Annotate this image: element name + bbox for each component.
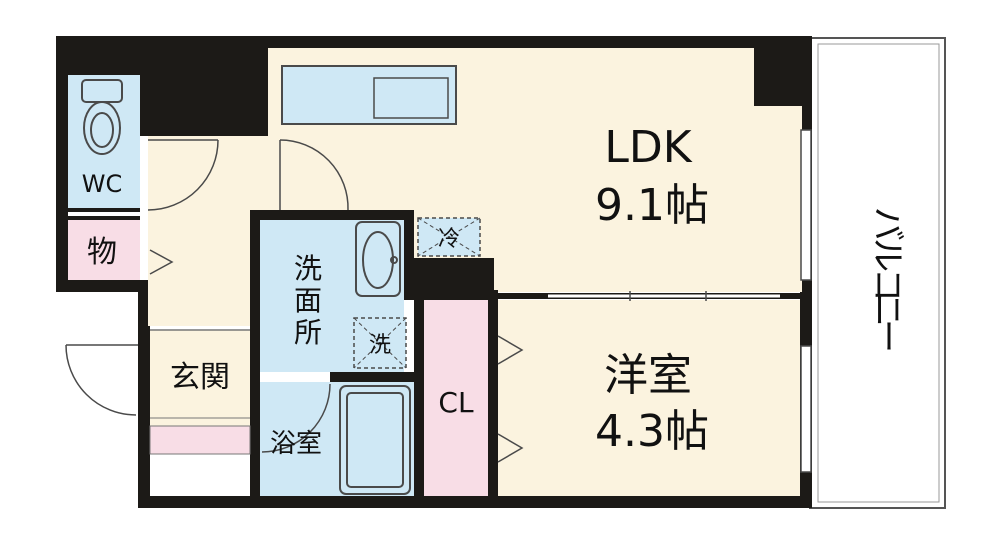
sink-icon <box>355 221 401 297</box>
balcony-char: ニ <box>867 293 907 327</box>
closet-label: CL <box>438 386 474 419</box>
windows <box>800 129 812 473</box>
washer-space: 洗 <box>353 317 407 369</box>
ldk-label: LDK <box>604 122 692 173</box>
western-room-label: 洋室 <box>604 350 692 401</box>
walls <box>56 36 812 508</box>
balcony-char: コ <box>867 268 907 302</box>
entrance: 玄関 <box>149 329 251 455</box>
wc-label: WC <box>82 170 123 198</box>
storage-closet: 物 <box>68 216 140 280</box>
balcony-char: ー <box>867 319 907 353</box>
fridge-space: 冷 <box>417 217 481 257</box>
washroom-label: 面 <box>294 284 322 317</box>
kitchen-counter-icon <box>281 65 457 125</box>
storage-label: 物 <box>87 235 117 270</box>
western-room: 洋室 4.3帖 <box>497 291 800 496</box>
hallway-floor <box>148 136 268 326</box>
bathroom: 浴室 <box>260 382 414 496</box>
washer-label: 洗 <box>369 333 391 358</box>
washroom: 洗 面 所 洗 <box>260 220 407 372</box>
wet-area-walls <box>250 210 498 500</box>
balcony-char: ル <box>867 238 907 272</box>
bath-label: 浴室 <box>270 429 322 459</box>
western-room-size: 4.3帖 <box>595 406 709 457</box>
closet: CL <box>424 300 488 496</box>
bathtub-icon <box>339 385 411 495</box>
balcony-label: バ ル コ ニ ー <box>867 207 907 353</box>
balcony: バ ル コ ニ ー <box>809 37 946 509</box>
washroom-label: 洗 <box>294 252 322 285</box>
doors <box>65 139 349 416</box>
fridge-label: 冷 <box>438 227 460 252</box>
wc: WC <box>68 75 140 212</box>
ldk-size: 9.1帖 <box>595 180 709 231</box>
washroom-label: 所 <box>294 316 322 349</box>
toilet-icon <box>81 79 123 155</box>
balcony-char: バ <box>867 207 907 241</box>
entrance-label: 玄関 <box>170 360 230 395</box>
